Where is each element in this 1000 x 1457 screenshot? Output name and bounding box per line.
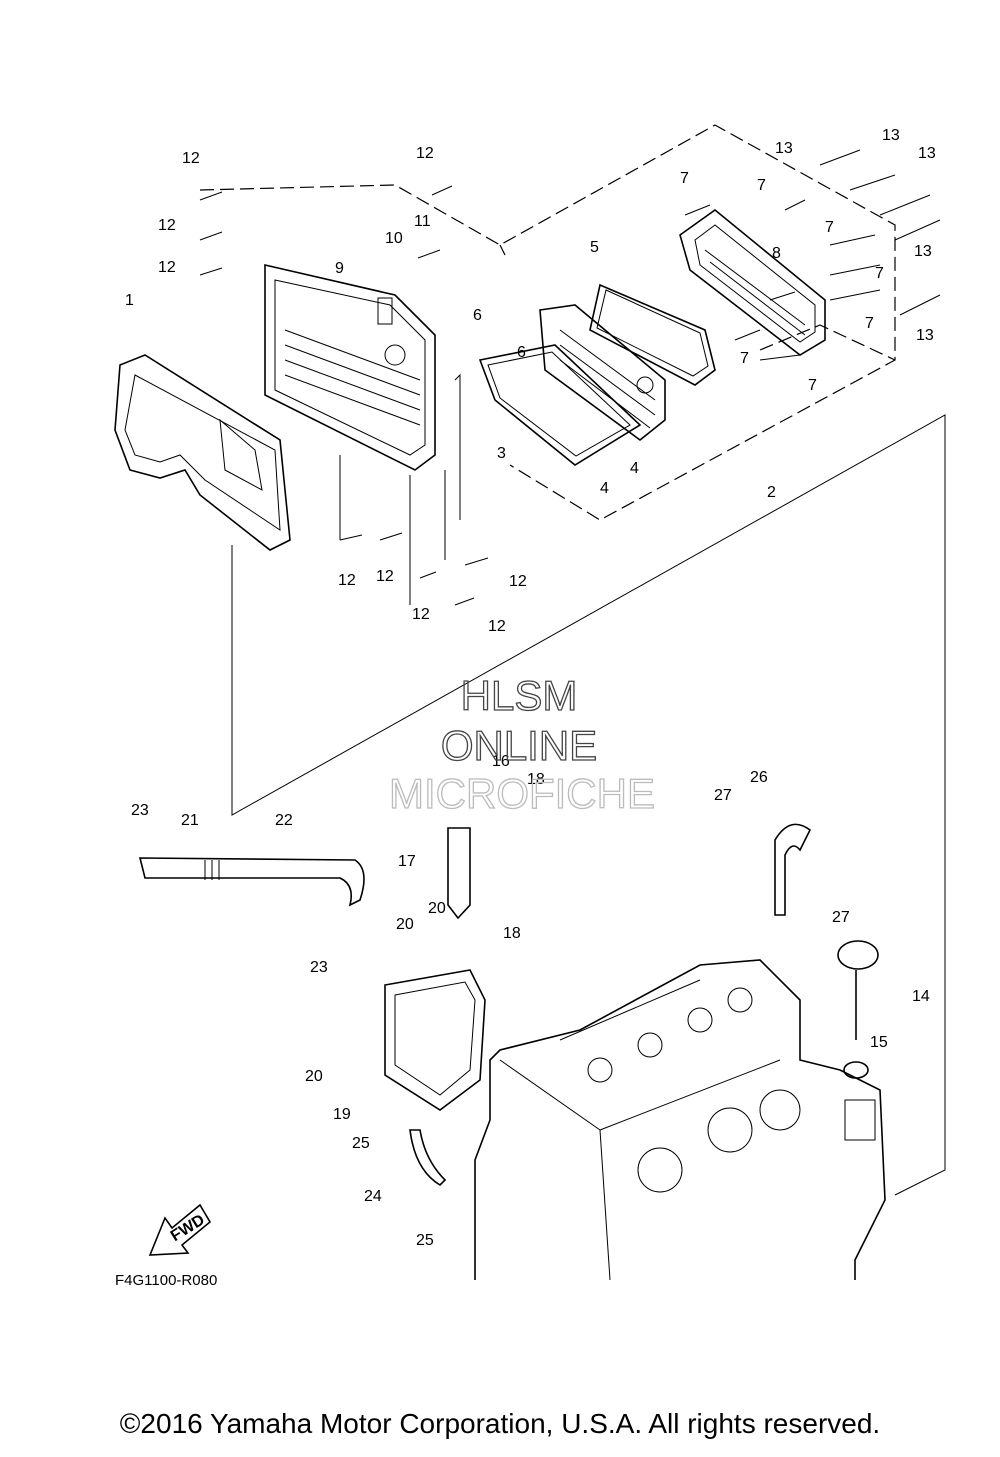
callout-7: 7 — [740, 350, 749, 367]
callout-4: 4 — [600, 480, 609, 497]
breather-hose-21-22 — [138, 857, 365, 907]
callout-12: 12 — [509, 573, 527, 590]
callout-6: 6 — [473, 307, 482, 324]
callout-7: 7 — [757, 177, 766, 194]
callout-labels: 1 2 3 4 4 5 6 6 7 7 7 7 7 7 7 8 9 10 11 … — [125, 127, 936, 1249]
callout-27: 27 — [714, 787, 732, 804]
hose-24 — [409, 1129, 447, 1187]
assembly-dashed-outline — [199, 124, 896, 521]
right-cooler-cover — [679, 208, 826, 356]
callout-13: 13 — [882, 127, 900, 144]
callout-5: 5 — [590, 239, 599, 256]
watermark-line-3: MICROFICHE — [389, 770, 655, 817]
fwd-arrow-icon — [148, 1203, 212, 1256]
watermark-line-1: HLSM — [461, 672, 578, 719]
callout-2: 2 — [767, 484, 776, 501]
callout-18: 18 — [503, 925, 521, 942]
part-14-oil-cap — [837, 940, 879, 1079]
callout-15: 15 — [870, 1034, 888, 1051]
figure-code: F4G1100-R080 — [115, 1272, 217, 1289]
bolts — [199, 149, 941, 606]
callout-12: 12 — [338, 572, 356, 589]
cooler-cover — [264, 263, 436, 471]
callout-12: 12 — [412, 606, 430, 623]
callout-4: 4 — [630, 460, 639, 477]
callout-12: 12 — [376, 568, 394, 585]
callout-13: 13 — [918, 145, 936, 162]
callout-10: 10 — [385, 230, 403, 247]
callout-22: 22 — [275, 812, 293, 829]
callout-16: 16 — [492, 753, 510, 770]
callout-17: 17 — [398, 853, 416, 870]
callout-9: 9 — [335, 260, 344, 277]
watermark-line-2: ONLINE — [441, 722, 597, 769]
callout-12: 12 — [158, 217, 176, 234]
callout-7: 7 — [875, 265, 884, 282]
part-19-breather-box — [384, 969, 486, 1111]
part-1-gasket — [114, 354, 291, 551]
callout-13: 13 — [775, 140, 793, 157]
callout-1: 1 — [125, 292, 134, 309]
callout-7: 7 — [680, 170, 689, 187]
callout-13: 13 — [914, 243, 932, 260]
callout-13: 13 — [916, 327, 934, 344]
callout-12: 12 — [158, 259, 176, 276]
callout-6: 6 — [517, 344, 526, 361]
callout-8: 8 — [772, 245, 781, 262]
callout-25: 25 — [352, 1135, 370, 1152]
callout-19: 19 — [333, 1106, 351, 1123]
callout-3: 3 — [497, 445, 506, 462]
callout-20: 20 — [428, 900, 446, 917]
callout-24: 24 — [364, 1188, 382, 1205]
callout-7: 7 — [808, 377, 817, 394]
hose-26 — [774, 823, 812, 916]
callout-7: 7 — [825, 219, 834, 236]
callout-7: 7 — [865, 315, 874, 332]
hose-17 — [447, 827, 471, 920]
engine-block — [474, 959, 886, 1281]
callout-21: 21 — [181, 812, 199, 829]
callout-12: 12 — [416, 145, 434, 162]
callout-20: 20 — [396, 916, 414, 933]
callout-11: 11 — [414, 213, 431, 230]
leader-frames — [231, 373, 946, 1196]
callout-20: 20 — [305, 1068, 323, 1085]
part-5-gasket — [589, 283, 716, 386]
callout-12: 12 — [488, 618, 506, 635]
copyright-notice: ©2016 Yamaha Motor Corporation, U.S.A. A… — [119, 1408, 881, 1439]
callout-14: 14 — [912, 988, 930, 1005]
callout-26: 26 — [750, 769, 768, 786]
callout-23: 23 — [131, 802, 149, 819]
callout-27: 27 — [832, 909, 850, 926]
watermark: HLSM ONLINE MICROFICHE — [388, 671, 655, 817]
callout-18: 18 — [527, 771, 545, 788]
callout-25: 25 — [416, 1232, 434, 1249]
callout-12: 12 — [182, 150, 200, 167]
oil-cooler-element — [539, 304, 666, 442]
callout-23: 23 — [310, 959, 328, 976]
